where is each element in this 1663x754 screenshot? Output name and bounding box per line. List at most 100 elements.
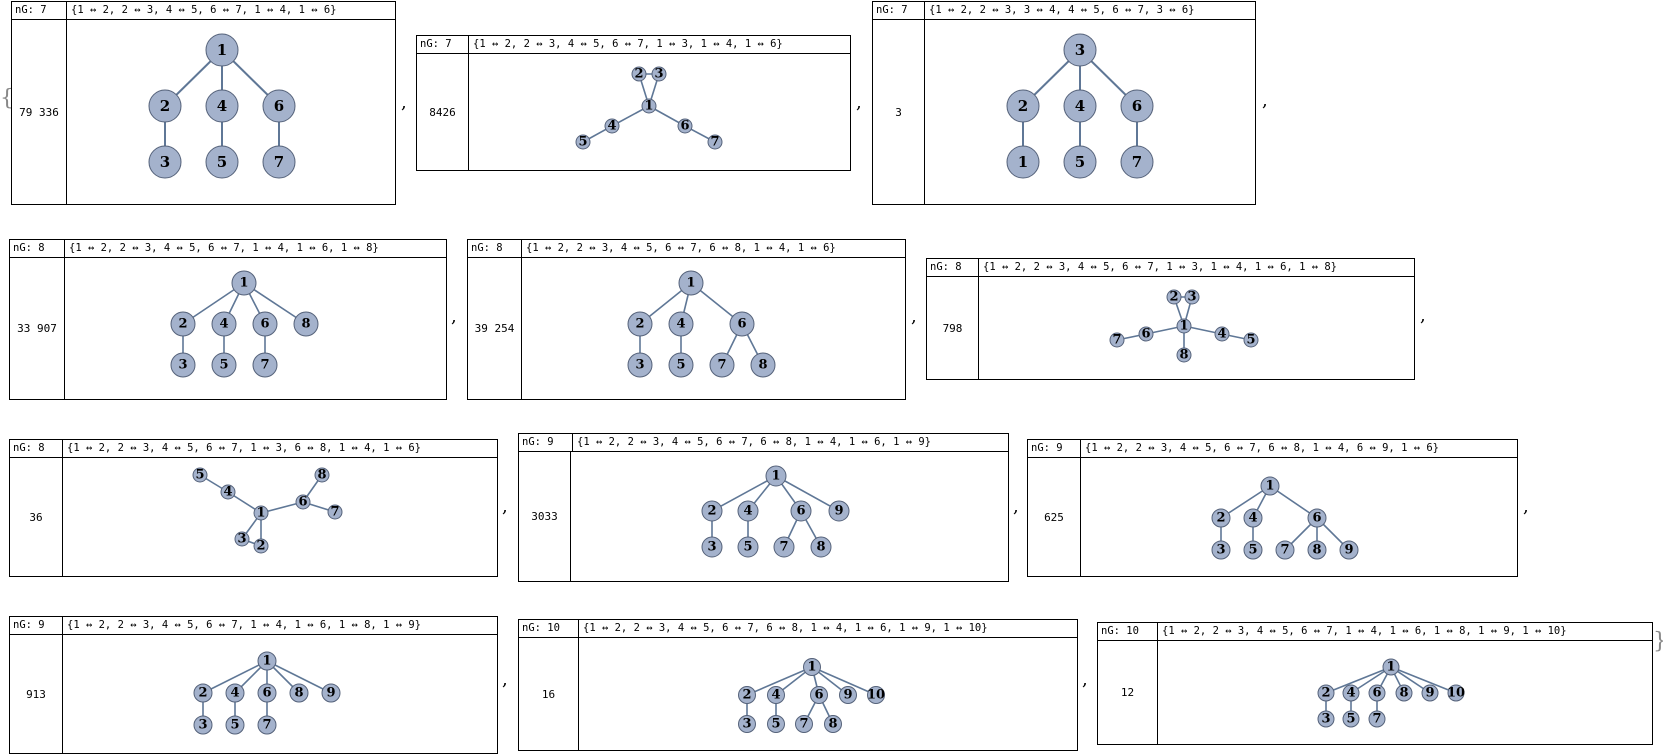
graph-node [257, 651, 277, 671]
node-label: 3 [635, 358, 644, 373]
edge-list: {1 ↔ 2, 2 ↔ 3, 4 ↔ 5, 6 ↔ 7, 1 ↔ 3, 1 ↔ … [983, 261, 1338, 273]
graph-node [575, 134, 591, 150]
graph-node [1063, 145, 1097, 179]
graph-edge [202, 660, 268, 694]
node-label: 1 [1179, 319, 1188, 334]
node-label: 9 [326, 686, 335, 701]
node-label: 5 [743, 540, 752, 555]
list-separator: , [1523, 496, 1529, 517]
node-label: 3 [1075, 41, 1085, 59]
list-separator: , [502, 496, 508, 517]
graph-node [220, 484, 236, 500]
entry-header: nG: 8{1 ↔ 2, 2 ↔ 3, 4 ↔ 5, 6 ↔ 7, 6 ↔ 8,… [468, 240, 905, 258]
node-label: 5 [1246, 333, 1255, 348]
node-label: 2 [1169, 290, 1178, 305]
graph-node [262, 145, 296, 179]
graph-node [810, 686, 828, 704]
graph-node [1447, 684, 1465, 702]
node-label: 5 [1075, 153, 1085, 171]
node-label: 1 [771, 469, 780, 484]
node-label: 1 [1265, 479, 1274, 494]
node-count-label: nG: 8 [927, 259, 979, 276]
graph-entry: nG: 10{1 ↔ 2, 2 ↔ 3, 4 ↔ 5, 6 ↔ 7, 1 ↔ 4… [1097, 622, 1653, 745]
graph-node [737, 500, 759, 522]
node-label: 6 [260, 317, 269, 332]
node-label: 5 [219, 358, 228, 373]
graph-node [192, 467, 208, 483]
graph-node [295, 494, 311, 510]
node-label: 3 [178, 358, 187, 373]
graph-node [1166, 289, 1182, 305]
graph-node [225, 715, 245, 735]
graph-node [1342, 710, 1360, 728]
node-label: 3 [160, 153, 170, 171]
graph-node [1063, 33, 1097, 67]
graph-node [1339, 540, 1359, 560]
node-label: 6 [298, 495, 307, 510]
node-label: 2 [742, 688, 751, 703]
node-label: 1 [217, 41, 227, 59]
node-label: 2 [1321, 686, 1330, 701]
edge-list: {1 ↔ 2, 2 ↔ 3, 4 ↔ 5, 6 ↔ 7, 1 ↔ 4, 1 ↔ … [67, 619, 422, 631]
node-label: 7 [1372, 712, 1381, 727]
graph-entry: nG: 9{1 ↔ 2, 2 ↔ 3, 4 ↔ 5, 6 ↔ 7, 6 ↔ 8,… [518, 433, 1009, 582]
node-label: 5 [676, 358, 685, 373]
node-label: 7 [1280, 543, 1289, 558]
node-label: 7 [274, 153, 284, 171]
entry-header: nG: 10{1 ↔ 2, 2 ↔ 3, 4 ↔ 5, 6 ↔ 7, 1 ↔ 4… [1098, 623, 1652, 641]
graph-node [148, 145, 182, 179]
node-label: 8 [1179, 348, 1188, 363]
graph-node [677, 118, 693, 134]
graph-node [738, 686, 756, 704]
node-label: 3 [1216, 543, 1225, 558]
graph-edge [746, 666, 813, 696]
graph-node [839, 686, 857, 704]
node-label: 7 [330, 505, 339, 520]
node-label: 3 [237, 532, 246, 547]
node-label: 6 [1312, 511, 1321, 526]
graph-node [651, 66, 667, 82]
graph-node [627, 352, 653, 378]
node-label: 5 [771, 717, 780, 732]
graph-node [257, 715, 277, 735]
edge-list: {1 ↔ 2, 2 ↔ 3, 4 ↔ 5, 6 ↔ 7, 1 ↔ 4, 1 ↔ … [71, 4, 337, 16]
graph-node [231, 270, 257, 296]
edge-list: {1 ↔ 2, 2 ↔ 3, 4 ↔ 5, 6 ↔ 7, 1 ↔ 4, 1 ↔ … [1162, 625, 1567, 637]
graph-node [1368, 684, 1386, 702]
node-label: 4 [230, 686, 239, 701]
node-label: 3 [707, 540, 716, 555]
count-value: 913 [10, 635, 63, 753]
graph-node [1120, 145, 1154, 179]
node-label: 2 [198, 686, 207, 701]
list-separator: , [911, 306, 917, 327]
edge-list: {1 ↔ 2, 2 ↔ 3, 4 ↔ 5, 6 ↔ 7, 6 ↔ 8, 1 ↔ … [577, 436, 932, 448]
graph-node [1109, 332, 1125, 348]
graph-entry: nG: 8{1 ↔ 2, 2 ↔ 3, 4 ↔ 5, 6 ↔ 7, 1 ↔ 4,… [9, 239, 447, 400]
graph-node [1307, 508, 1327, 528]
graph-node [205, 89, 239, 123]
graph-node [627, 311, 653, 337]
edge-list: {1 ↔ 2, 2 ↔ 3, 4 ↔ 5, 6 ↔ 7, 6 ↔ 8, 1 ↔ … [526, 242, 836, 254]
graph-node [1184, 289, 1200, 305]
node-label: 6 [1141, 327, 1150, 342]
graph-node [795, 715, 813, 733]
node-label: 8 [758, 358, 767, 373]
node-label: 1 [807, 660, 816, 675]
graph-node [1368, 710, 1386, 728]
graph-node [1243, 508, 1263, 528]
count-value: 16 [519, 638, 579, 750]
